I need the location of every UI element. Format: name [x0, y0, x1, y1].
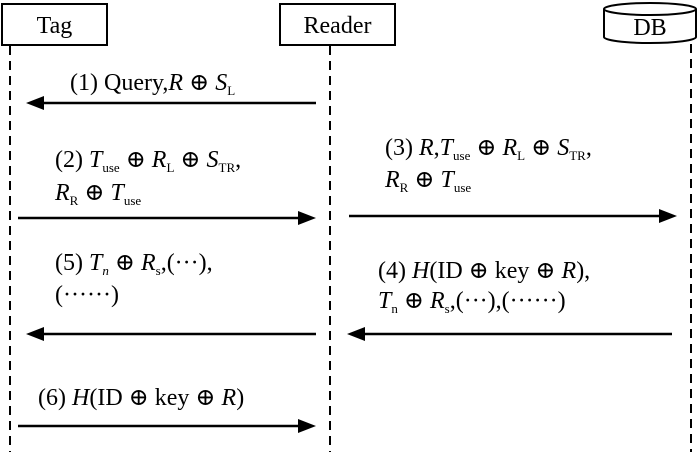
- message-6-label: (6) H(ID ⊕ key ⊕ R): [38, 385, 244, 411]
- message-5-arrow: [26, 327, 316, 341]
- actor-reader: Reader: [279, 3, 396, 46]
- message-2-label: (2) Tuse ⊕ RL ⊕ STR,RR ⊕ Tuse: [54, 147, 241, 208]
- message-6-arrow: [18, 419, 316, 433]
- label-segment: R: [418, 135, 434, 161]
- label-segment: H: [71, 385, 91, 411]
- subscript: R: [400, 180, 409, 195]
- label-segment: T: [110, 180, 125, 206]
- label-segment: ),: [576, 258, 590, 284]
- label-segment: (3): [385, 135, 419, 161]
- label-segment: (1) Query,: [70, 70, 168, 96]
- label-segment: ⊕: [408, 167, 440, 193]
- subscript: s: [156, 263, 161, 278]
- label-segment: ⊕: [525, 135, 557, 161]
- subscript: TR: [569, 148, 586, 163]
- label-segment: (ID ⊕ key ⊕: [89, 385, 221, 411]
- label-segment: (4): [378, 258, 412, 284]
- subscript: L: [166, 160, 174, 175]
- label-segment: T: [89, 250, 104, 276]
- label-segment: ,: [434, 135, 440, 161]
- label-segment: R: [501, 135, 517, 161]
- label-segment: T: [440, 167, 455, 193]
- label-segment: R: [167, 70, 183, 96]
- label-segment: S: [557, 135, 569, 161]
- label-segment: ⊕: [109, 250, 141, 276]
- subscript: s: [445, 301, 450, 316]
- actor-tag: Tag: [1, 3, 108, 46]
- message-4-arrow: [347, 327, 672, 341]
- message-1-arrow: [26, 96, 316, 110]
- label-segment: T: [89, 147, 104, 173]
- subscript: L: [227, 83, 235, 98]
- label-segment: (5): [55, 250, 89, 276]
- subscript: TR: [219, 160, 236, 175]
- label-segment: ): [236, 385, 244, 411]
- message-1-label: (1) Query,R ⊕ SL: [70, 70, 235, 98]
- subscript: use: [124, 193, 142, 208]
- label-segment: R: [429, 288, 445, 314]
- label-segment: ,: [235, 147, 241, 173]
- label-segment: ⊕: [470, 135, 502, 161]
- subscript: use: [102, 160, 120, 175]
- label-segment: ,(···),(······): [450, 288, 566, 314]
- label-segment: ⊕: [174, 147, 206, 173]
- subscript: n: [391, 301, 398, 316]
- label-segment: R: [561, 258, 577, 284]
- message-2-arrow: [18, 211, 316, 225]
- label-segment: ⊕: [398, 288, 430, 314]
- label-segment: (······): [55, 282, 119, 308]
- label-segment: ⊕: [183, 70, 215, 96]
- label-segment: ⊕: [120, 147, 152, 173]
- actor-db-label: DB: [633, 15, 666, 41]
- label-segment: ⊕: [78, 180, 110, 206]
- actor-db: DB: [603, 2, 697, 44]
- label-segment: R: [54, 180, 70, 206]
- subscript: n: [102, 263, 109, 278]
- actor-reader-label: Reader: [304, 13, 372, 39]
- label-segment: S: [215, 70, 227, 96]
- subscript: R: [70, 193, 79, 208]
- label-segment: (ID ⊕ key ⊕: [429, 258, 561, 284]
- message-3-label: (3) R,Tuse ⊕ RL ⊕ STR,RR ⊕ Tuse: [384, 135, 592, 195]
- message-3-arrow: [349, 209, 677, 223]
- label-segment: (2): [55, 147, 89, 173]
- subscript: use: [454, 180, 472, 195]
- label-segment: ,: [586, 135, 592, 161]
- label-segment: T: [440, 135, 455, 161]
- label-segment: S: [207, 147, 219, 173]
- label-segment: ,(···),: [161, 250, 213, 276]
- subscript: L: [517, 148, 525, 163]
- label-segment: R: [151, 147, 167, 173]
- label-segment: R: [384, 167, 400, 193]
- message-5-label: (5) Tn ⊕ Rs,(···), (······): [55, 250, 213, 308]
- label-segment: R: [221, 385, 237, 411]
- subscript: use: [453, 148, 471, 163]
- label-segment: (6): [38, 385, 72, 411]
- label-segment: T: [378, 288, 393, 314]
- message-4-label: (4) H(ID ⊕ key ⊕ R), Tn ⊕ Rs,(···),(·····…: [378, 258, 590, 316]
- actor-tag-label: Tag: [37, 13, 73, 39]
- label-segment: H: [411, 258, 431, 284]
- label-segment: R: [140, 250, 156, 276]
